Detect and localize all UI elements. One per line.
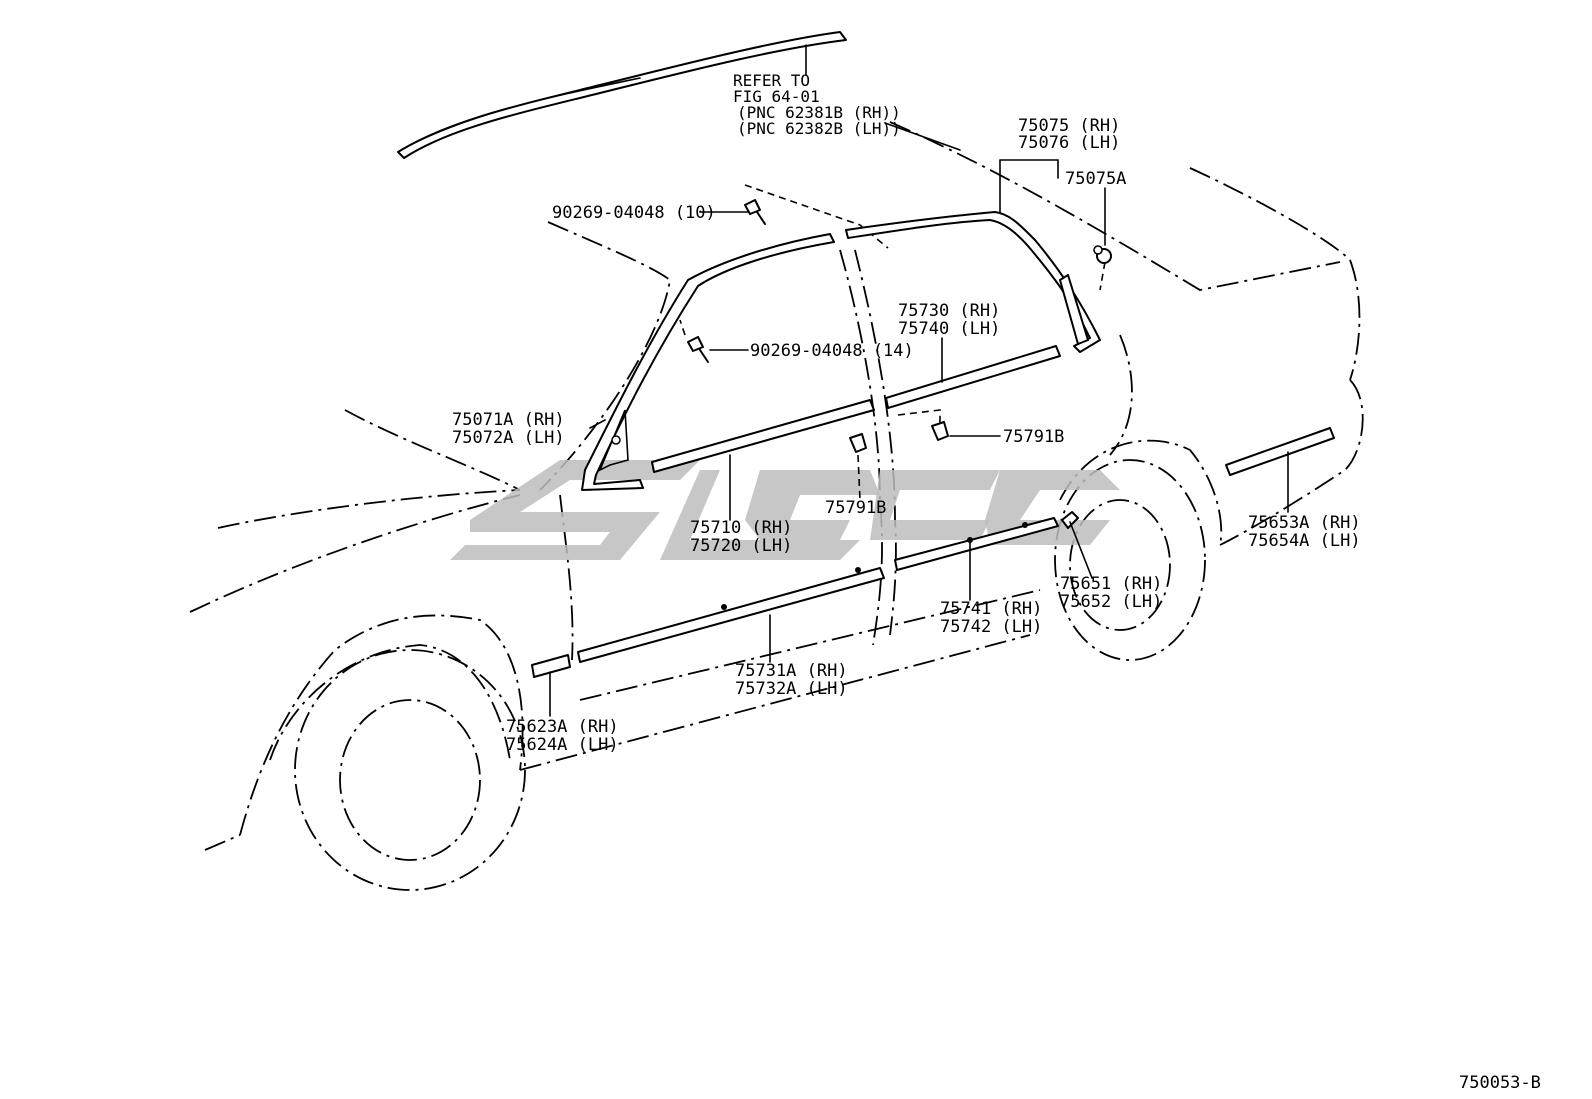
callout-roof-lh[interactable]: 75076 (LH) [1018,133,1120,153]
clip-icon [1093,245,1112,264]
callout-rear-fender-rh[interactable]: 75653A (RH) [1248,513,1361,533]
front-fender-molding[interactable] [531,654,571,678]
front-belt-molding[interactable] [651,399,875,473]
screw-icon [687,336,709,363]
refer-note-line: REFER TO [733,71,810,90]
callout-front-side-rh[interactable]: 75731A (RH) [735,661,848,681]
refer-note-line: (PNC 62381B (RH)) [737,103,901,122]
callout-front-belt-lh[interactable]: 75720 (LH) [690,536,792,556]
callout-rear-belt-lh[interactable]: 75740 (LH) [898,319,1000,339]
watermark-logo [450,460,1120,560]
callout-rear-side-rh[interactable]: 75741 (RH) [940,599,1042,619]
screw-icon [744,199,766,225]
clip-icon [849,433,867,453]
callout-screw-10[interactable]: 90269-04048 (10) [552,203,716,223]
refer-note: REFER TO FIG 64-01 (PNC 62381B (RH)) (PN… [733,71,901,138]
clip-icon [931,421,949,441]
callout-clip-front[interactable]: 75791B [825,498,886,518]
rear-door-frame-molding[interactable] [845,211,1101,353]
callout-pillar-lh[interactable]: 75072A (LH) [452,428,565,448]
callout-front-side-lh[interactable]: 75732A (LH) [735,679,848,699]
callout-front-fender-rh[interactable]: 75623A (RH) [506,717,619,737]
callout-rear-side-lh[interactable]: 75742 (LH) [940,617,1042,637]
front-door-frame-molding[interactable] [581,233,835,491]
callout-screw-14[interactable]: 90269-04048 (14) [750,341,914,361]
callout-rear-fender-lh[interactable]: 75654A (LH) [1248,531,1361,551]
callout-rear-end-rh[interactable]: 75651 (RH) [1060,574,1162,594]
callout-roof-clip[interactable]: 75075A [1065,169,1126,189]
rear-end-cap[interactable] [1061,511,1079,529]
callout-front-belt-rh[interactable]: 75710 (RH) [690,518,792,538]
roof-molding-ref [397,31,847,159]
rear-belt-molding[interactable] [885,345,1061,409]
callout-roof-rh[interactable]: 75075 (RH) [1018,116,1120,136]
diagram-id: 750053-B [1459,1073,1541,1093]
callout-rear-end-lh[interactable]: 75652 (LH) [1060,592,1162,612]
leader-lines [549,44,1289,717]
rear-fender-molding[interactable] [1225,427,1335,476]
callout-front-fender-lh[interactable]: 75624A (LH) [506,735,619,755]
refer-note-line: FIG 64-01 [733,87,820,106]
callout-clip-rear[interactable]: 75791B [1003,427,1064,447]
callout-rear-belt-rh[interactable]: 75730 (RH) [898,301,1000,321]
front-side-molding[interactable] [577,567,885,663]
callout-pillar-rh[interactable]: 75071A (RH) [452,410,565,430]
car-body-outline [189,121,1364,891]
refer-note-line: (PNC 62382B (LH)) [737,119,901,138]
